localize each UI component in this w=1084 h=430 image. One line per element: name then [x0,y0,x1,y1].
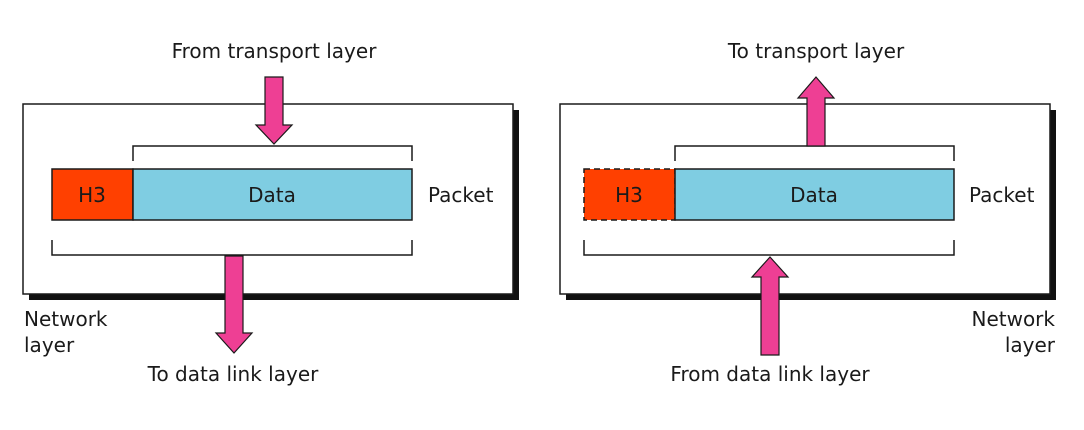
receiver-packet-label: Packet [969,183,1035,207]
receiver-header-h3 [583,168,676,221]
sender-packet-label: Packet [428,183,494,207]
sender-data-label: Data [248,183,296,207]
sender-header-h3 [51,168,134,221]
receiver-arrow-to-transport [796,76,836,147]
receiver-layer-label-line1: Network [971,307,1055,331]
receiver-bottom-label: From data link layer [670,362,870,386]
sender-layer-label-line1: Network [24,307,108,331]
receiver-layer-label-line2: layer [1005,333,1056,357]
receiver-top-label: To transport layer [727,39,905,63]
sender-bottom-label: To data link layer [147,362,320,386]
sender-data-block [132,168,413,221]
sender-layer-label-line2: layer [24,333,75,357]
receiver-data-label: Data [790,183,838,207]
receiver-packet-bracket [583,240,955,256]
sender-arrow-to-datalink [214,255,254,354]
sender-panel: H3 Data Packet From transport layer To d… [22,39,519,386]
sender-data-bracket [132,145,413,161]
receiver-panel: H3 Data Packet To transport layer From d… [559,39,1056,386]
receiver-header-label: H3 [615,183,643,207]
receiver-data-block [674,168,955,221]
sender-arrow-from-transport [254,76,294,145]
sender-top-label: From transport layer [172,39,378,63]
sender-packet-bracket [51,240,413,256]
receiver-arrow-from-datalink [750,256,790,356]
sender-header-label: H3 [78,183,106,207]
